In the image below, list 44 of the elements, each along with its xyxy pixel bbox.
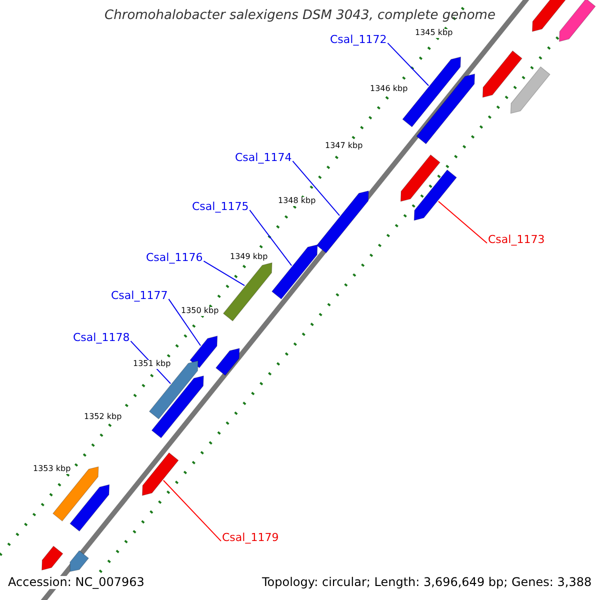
- gene-bar: [52, 466, 99, 522]
- gene-label: Csal_1178: [73, 332, 130, 344]
- gene-bar: [151, 375, 204, 438]
- gene-bar: [70, 484, 110, 532]
- scale-label: 1353 kbp: [33, 465, 71, 474]
- scale-label: 1350 kbp: [181, 307, 219, 316]
- scale-label: 1348 kbp: [278, 197, 316, 206]
- leader-line: [203, 260, 246, 286]
- gene-bar: [70, 550, 89, 572]
- gene-bar: [215, 348, 240, 376]
- gene-label: Csal_1172: [330, 34, 387, 46]
- gene-bar: [190, 336, 218, 368]
- leader-line: [168, 298, 202, 346]
- leader-line: [249, 210, 292, 266]
- gene-bar: [400, 154, 440, 202]
- scale-label: 1351 kbp: [133, 360, 171, 369]
- gene-bar: [510, 66, 550, 114]
- gene-bar: [42, 546, 64, 570]
- footer-text: Accession: NC_007963: [8, 576, 144, 590]
- gene-label: Csal_1177: [111, 290, 168, 302]
- scale-label: 1347 kbp: [325, 142, 363, 151]
- gene-bar: [558, 0, 596, 42]
- scale-label: 1352 kbp: [84, 413, 122, 422]
- scale-label: 1345 kbp: [415, 29, 453, 38]
- gene-label: Csal_1179: [222, 532, 279, 544]
- footer-text: Topology: circular; Length: 3,696,649 bp; Genes: 3,388: [262, 576, 592, 590]
- leader-line: [162, 480, 222, 542]
- gene-label: Csal_1176: [146, 252, 203, 264]
- gene-bar: [316, 190, 369, 254]
- gene-bar: [416, 74, 476, 144]
- gene-bar: [271, 244, 318, 300]
- scale-label: 1346 kbp: [370, 85, 408, 94]
- gene-label: Csal_1174: [235, 152, 292, 164]
- leader-line: [292, 160, 340, 216]
- gene-bar: [482, 50, 522, 98]
- gene-bar: [142, 452, 179, 496]
- scale-label: 1349 kbp: [230, 253, 268, 262]
- gene-bar: [222, 262, 272, 322]
- title: Chromohalobacter salexigens DSM 3043, complete genome: [104, 9, 496, 24]
- leader-line: [387, 42, 430, 86]
- gene-label: Csal_1175: [192, 201, 249, 214]
- leader-line: [438, 200, 488, 244]
- gene-bar: [414, 169, 457, 221]
- gene-label: Csal_1173: [488, 234, 545, 246]
